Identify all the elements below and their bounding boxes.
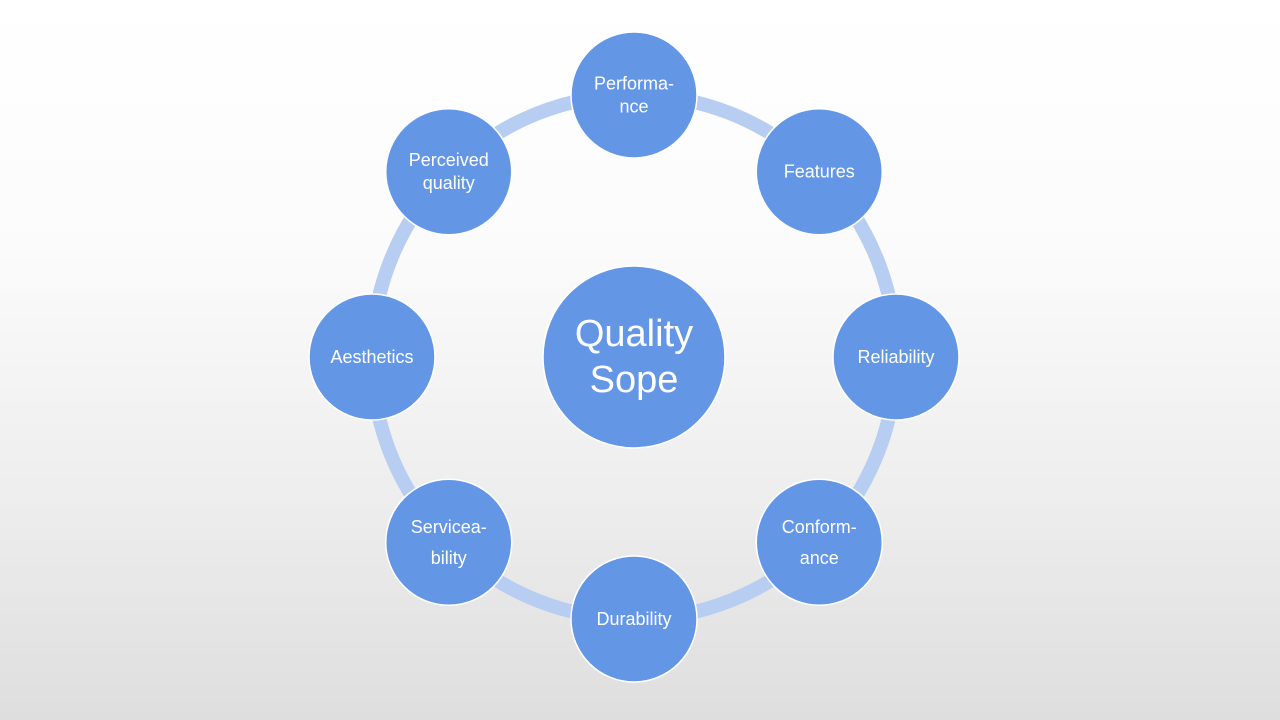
node-circle-reliability: [832, 293, 960, 421]
node-performance: Performa-nce: [570, 31, 698, 159]
node-circle-performance: [570, 31, 698, 159]
node-circle-conformance: [755, 478, 884, 607]
center-label-line-1: Quality: [575, 313, 693, 355]
node-label-aesthetics-line-1: Aesthetics: [330, 347, 413, 367]
node-label-serviceability-line-2: bility: [431, 548, 467, 568]
node-circle-serviceability: [384, 478, 513, 607]
node-label-performance-line-1: Performa-: [594, 74, 674, 94]
node-label-perceived-quality-line-2: quality: [423, 173, 475, 193]
node-conformance: Conform-ance: [755, 478, 884, 607]
node-serviceability: Servicea-bility: [384, 478, 513, 607]
node-label-features-line-1: Features: [784, 162, 855, 182]
node-reliability: Reliability: [832, 293, 960, 421]
node-label-conformance-line-1: Conform-: [782, 517, 857, 537]
node-durability: Durability: [570, 555, 698, 683]
center-label-line-2: Sope: [590, 359, 679, 401]
node-label-reliability-line-1: Reliability: [857, 347, 934, 367]
node-circle-perceived-quality: [384, 107, 513, 236]
node-perceived-quality: Perceived quality: [384, 107, 513, 236]
node-circle-durability: [570, 555, 698, 683]
center-circle: [542, 265, 726, 449]
node-label-perceived-quality-line-1: Perceived: [409, 150, 489, 170]
node-label-conformance-line-2: ance: [800, 548, 839, 568]
node-label-durability-line-1: Durability: [596, 609, 671, 629]
node-circle-features: [755, 107, 884, 236]
node-label-performance-line-2: nce: [619, 97, 648, 117]
node-features: Features: [755, 107, 884, 236]
node-label-serviceability-line-1: Servicea-: [411, 517, 487, 537]
node-aesthetics: Aesthetics: [308, 293, 436, 421]
outer-nodes: Performa-nceFeaturesReliabilityConform-a…: [308, 31, 960, 683]
node-circle-aesthetics: [308, 293, 436, 421]
